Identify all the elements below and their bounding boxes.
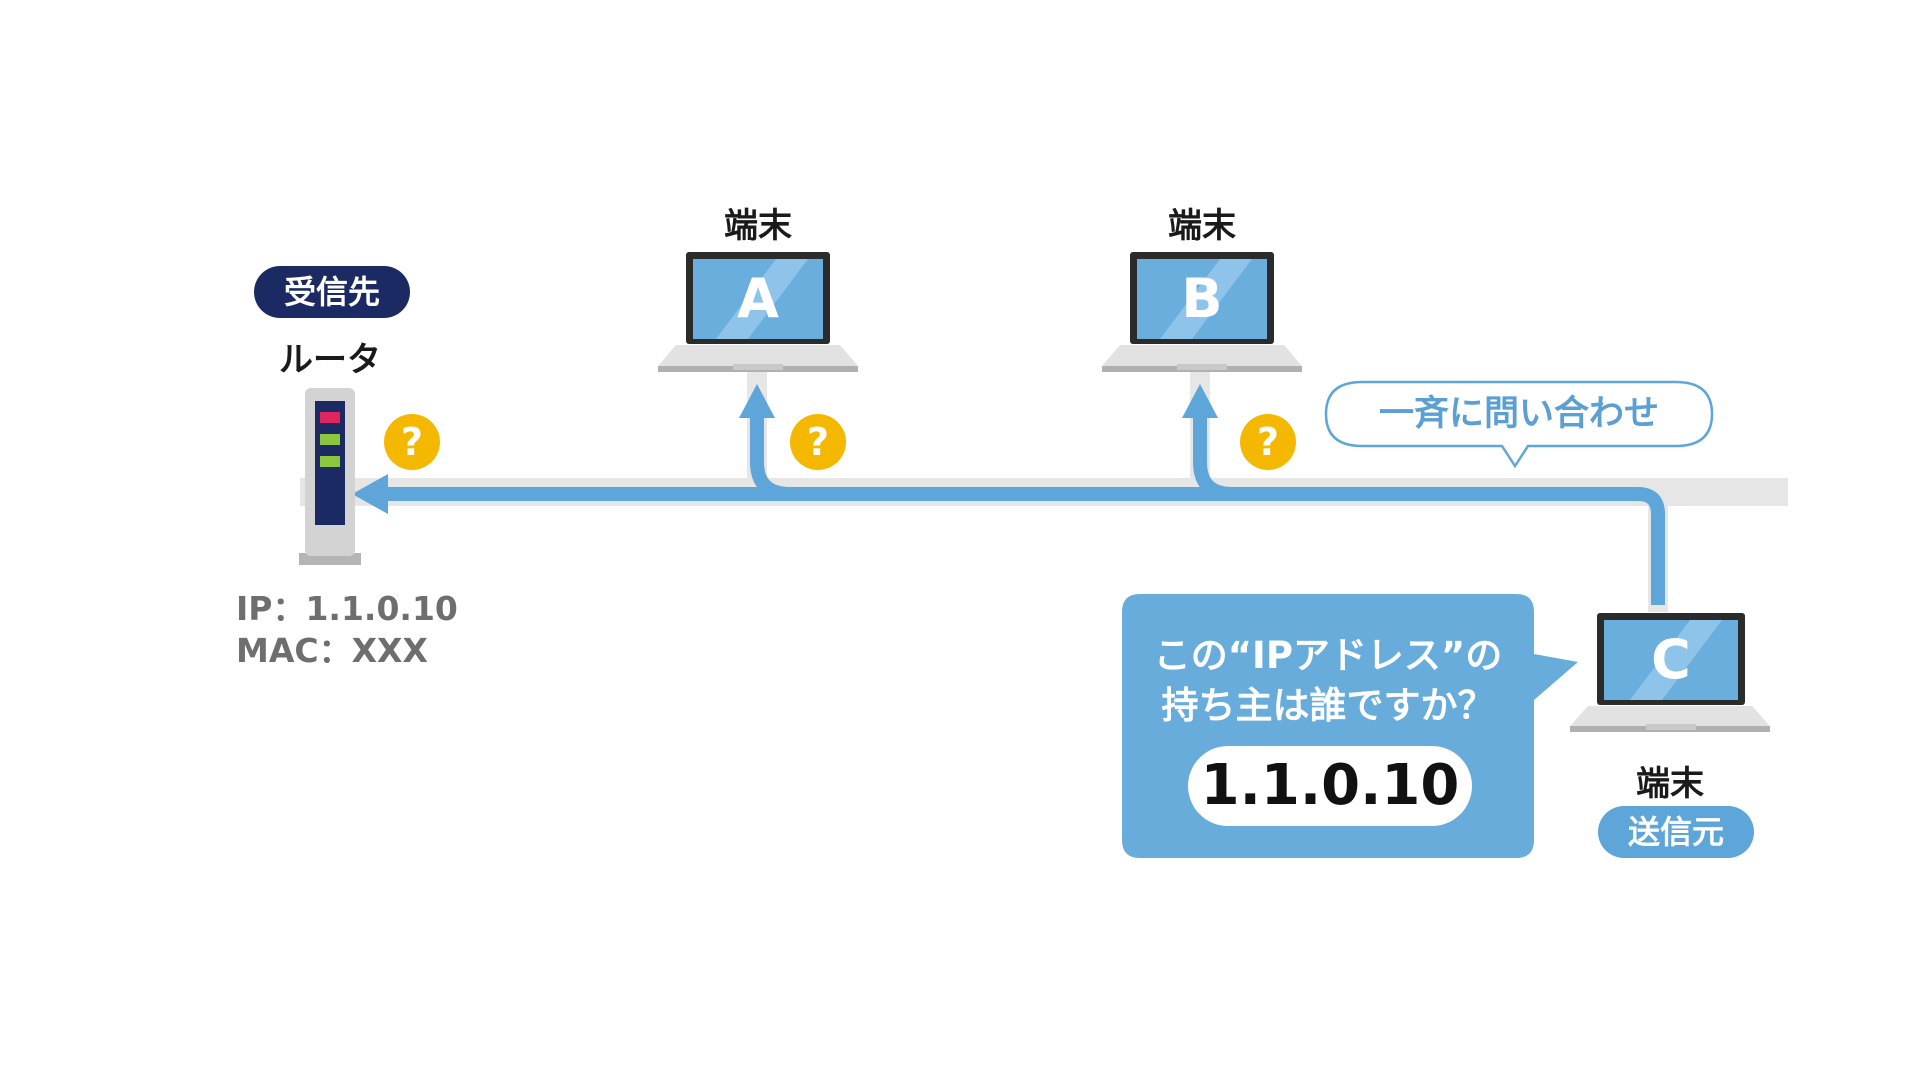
question-icon-b <box>1240 414 1296 470</box>
question-line-2: 持ち主は誰ですか？ <box>1161 684 1495 727</box>
receiver-badge: 受信先 <box>254 266 410 318</box>
router-mac: MAC：XXX <box>236 631 428 670</box>
router-icon <box>299 388 361 565</box>
terminal-a-letter: A <box>737 267 779 330</box>
broadcast-arrow-a <box>750 410 791 501</box>
router-label: ルータ <box>279 340 381 380</box>
question-line-1: この“IPアドレス”の <box>1153 634 1503 677</box>
arrow-head-router <box>352 474 388 514</box>
router-address-info: IP：1.1.0.10 MAC：XXX <box>236 588 458 672</box>
target-ip-pill: 1.1.0.10 <box>1188 746 1472 826</box>
broadcast-arrow-b <box>1193 410 1233 501</box>
terminal-c-label: 端末 <box>1636 764 1704 804</box>
question-mark-b: ? <box>1256 420 1280 464</box>
terminal-c-letter: C <box>1651 628 1691 691</box>
question-icon-router <box>384 414 440 470</box>
arrow-head-b <box>1182 384 1218 418</box>
broadcast-arrow-main <box>380 487 1665 605</box>
laptop-b-icon <box>1102 252 1302 372</box>
terminal-b-label: 端末 <box>1168 206 1236 246</box>
terminal-b-letter: B <box>1181 267 1223 330</box>
question-mark-router: ? <box>400 420 424 464</box>
broadcast-label: 一斉に問い合わせ <box>1378 394 1659 434</box>
question-icon-a <box>790 414 846 470</box>
terminal-a-label: 端末 <box>724 206 792 246</box>
broadcast-bubble-outline <box>1324 380 1714 469</box>
sender-badge: 送信元 <box>1598 806 1754 858</box>
laptop-a-icon <box>658 252 858 372</box>
laptop-c-icon <box>1570 613 1770 732</box>
router-ip: IP：1.1.0.10 <box>236 589 458 628</box>
question-mark-a: ? <box>806 420 830 464</box>
arrow-head-a <box>739 384 775 418</box>
